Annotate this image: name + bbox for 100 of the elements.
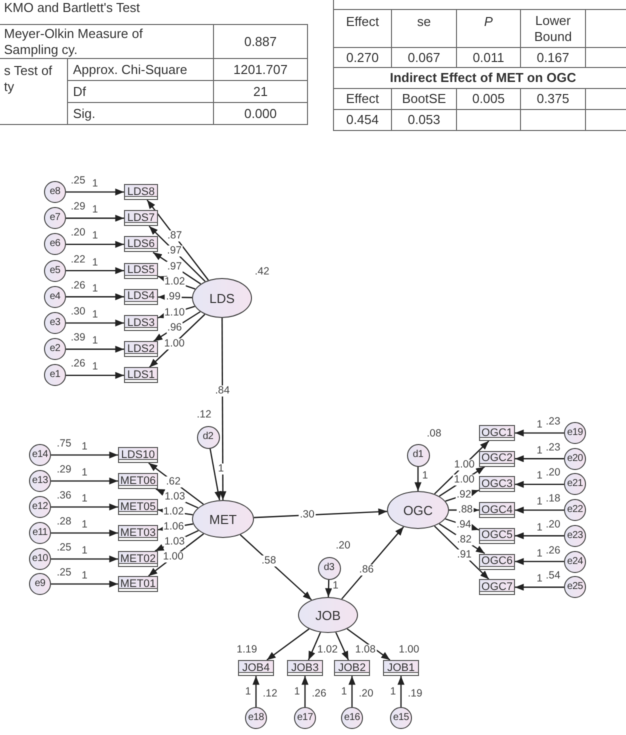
variance-value: .25 [56,568,72,578]
indicator-box: LDS3 [124,315,158,331]
path-coefficient: .58 [260,555,278,566]
path-coefficient: 1.02 [162,506,185,518]
path-coefficient: 1 [80,546,88,556]
error-term-circle: e11 [29,522,51,544]
path-coefficient: 1.03 [164,492,186,503]
arrow [51,556,118,562]
variance-value: .22 [70,254,86,266]
variance-value: .19 [408,688,422,700]
arrow [346,628,390,661]
variance-value: .20 [70,228,86,239]
error-term-circle: e3 [44,312,66,334]
path-coefficient: .82 [456,534,473,546]
path-coefficient: 1 [91,310,99,320]
latent-variable-ellipse: JOB [298,597,358,633]
table-cell-text: 1201.707 [233,62,288,78]
path-coefficient: .96 [166,322,183,334]
variance-value: .26 [70,358,86,370]
error-term-circle: e4 [44,286,66,308]
variance-value: .12 [262,688,278,700]
table-cell-text: 0.053 [408,112,440,128]
arrow [515,532,564,540]
arrow [66,188,124,196]
path-coefficient: 1.08 [354,644,377,656]
table-cell-text: 21 [253,84,268,100]
variance-value: .75 [56,438,72,450]
arrow [51,504,118,510]
arrow [148,226,206,282]
variance-value: .26 [312,688,326,700]
arrow [515,455,564,462]
arrow [66,346,124,353]
indicator-box: OGC7 [479,579,515,596]
latent-variable-ellipse: LDS [192,278,252,318]
error-term-circle: e20 [564,448,586,470]
indicator-box: MET02 [118,551,158,567]
table-cell-text: Indirect Effect of MET on OGC [390,70,576,86]
table-cell-text: 0.375 [536,91,570,107]
table-cell-text: Lower Bound [533,12,573,44]
path-coefficient: 1 [216,464,225,475]
path-coefficient: .86 [358,564,375,576]
variance-value: .23 [546,416,560,428]
path-coefficient: 1.19 [236,644,258,656]
variance-value: .12 [196,410,212,420]
variance-value: .20 [358,688,374,700]
arrow [66,293,124,300]
error-term-circle: d3 [318,556,340,580]
variance-value: .54 [546,570,560,582]
path-coefficient: .62 [164,476,182,488]
path-coefficient: .30 [298,510,316,521]
indicator-box: MET01 [118,576,158,592]
indicator-box: JOB2 [334,660,370,676]
indicator-box: MET06 [118,473,158,489]
path-coefficient: 1 [536,420,544,430]
arrow [414,466,422,491]
path-coefficient: 1 [293,686,301,697]
path-coefficient: .91 [456,550,473,561]
variance-value: .26 [70,280,86,292]
variance-value: .25 [56,542,72,554]
arrow [515,558,564,565]
indicator-box: LDS7 [124,210,158,226]
error-term-circle: e17 [294,707,316,729]
table-cell-text: BootSE [402,91,446,107]
arrow [66,267,124,274]
path-coefficient: 1.00 [453,474,476,486]
path-coefficient: 1 [91,283,99,294]
error-term-circle: e7 [44,207,66,230]
path-coefficient: 1 [389,686,397,697]
path-coefficient: 1 [536,522,544,534]
arrow [240,534,312,600]
table-cell-text: s Test of ty [4,63,54,94]
path-coefficient: 1 [536,445,544,456]
table-cell-text: 0.000 [244,106,277,122]
indicator-box: OGC4 [479,502,515,518]
indicator-box: LDS8 [124,184,158,200]
path-coefficient: 1 [536,548,544,559]
variance-value: .30 [70,306,86,318]
table-cell-text: Effect [346,14,379,30]
latent-variable-ellipse: OGC [387,491,449,529]
arrow [66,372,124,379]
path-coefficient: .94 [456,519,472,530]
table-cell-text: P [484,14,493,30]
arrow [348,676,356,707]
path-coefficient: 1 [340,686,348,697]
indicator-box: JOB4 [238,660,274,676]
error-term-circle: e13 [29,470,51,492]
arrow [325,579,332,598]
error-term-circle: e23 [564,524,586,547]
path-coefficient: 1.00 [398,644,420,656]
error-term-circle: e2 [44,338,66,360]
arrow [398,676,404,707]
table-cell-text: Approx. Chi-Square [73,62,188,78]
error-term-circle: e21 [564,473,586,496]
error-term-circle: e6 [44,233,66,256]
arrow [158,294,192,301]
variance-value: .20 [336,540,350,552]
latent-variable-ellipse: MET [192,500,254,538]
indicator-box: LDS2 [124,341,158,358]
table-cell-text: 0.454 [346,112,379,128]
error-term-circle: e12 [29,496,51,518]
